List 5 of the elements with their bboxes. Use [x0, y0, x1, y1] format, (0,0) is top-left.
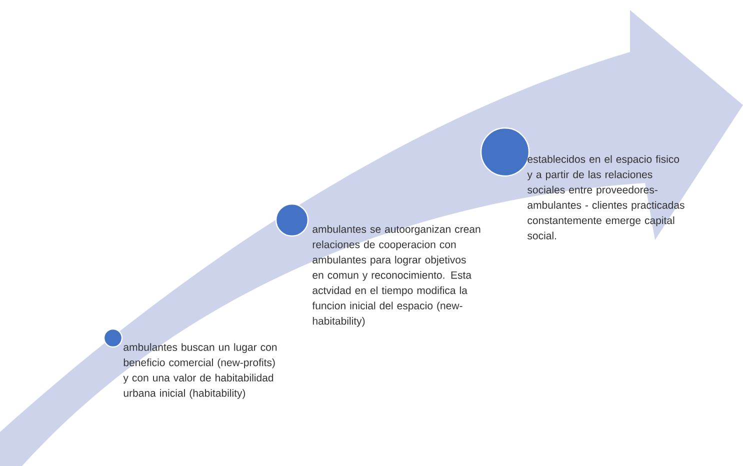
dot: [103, 328, 123, 348]
step-text: ambulantes buscan un lugar con beneficio comercial (new-profits) y con una valor de habitabilidad urbana inicial (habitability): [123, 343, 277, 399]
step-text: ambulantes se autoorganizan crean relaciones de cooperacion con ambulantes para lograr objetivos en comun y reconocimiento. Esta actvidad en el tiempo modifica la funcion inicial del espacio (new-habitability): [312, 225, 480, 327]
step-text: establecidos en el espacio fisico y a partir de las relaciones sociales entre proveedores-ambulantes - clientes practicadas constantemente emerge capital social.: [527, 155, 684, 240]
dot: [275, 203, 309, 237]
